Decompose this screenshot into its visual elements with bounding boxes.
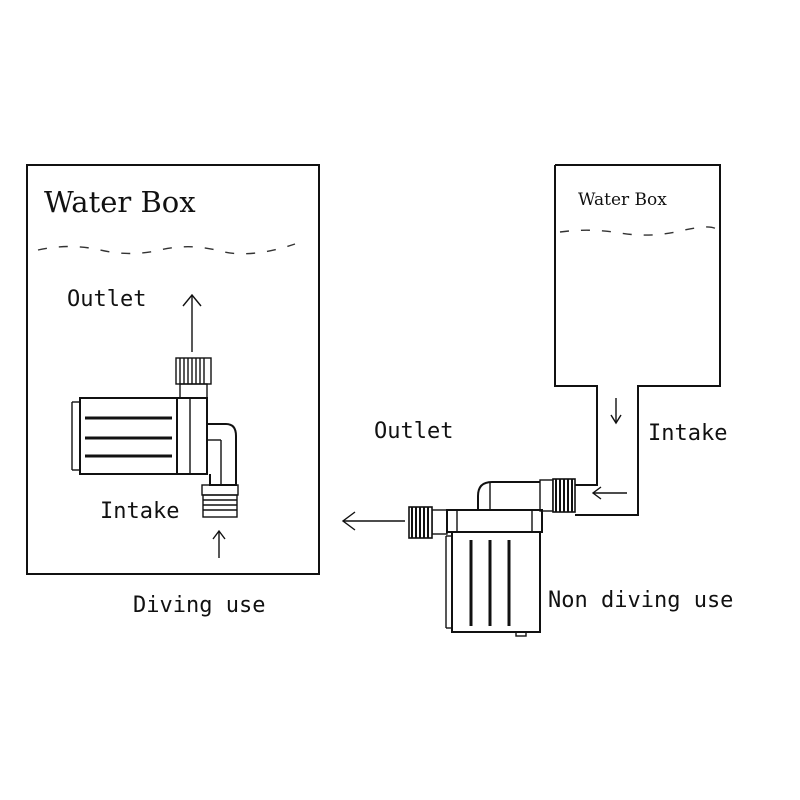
left-water-box (26, 164, 320, 575)
right-pump-icon (408, 478, 576, 637)
left-pump-icon (71, 357, 239, 518)
right-intake-arrow-icon (591, 486, 627, 500)
non-diving-use-section: Water Box Intake Outlet (341, 164, 733, 637)
left-intake-arrow-icon (212, 529, 226, 558)
left-water-box-title: Water Box (44, 185, 196, 219)
left-intake-label: Intake (100, 499, 179, 524)
left-water-surface (37, 243, 296, 255)
diving-use-caption: Diving use (133, 593, 265, 618)
right-down-arrow-icon (610, 398, 622, 425)
right-water-surface (559, 226, 717, 236)
diving-use-section: Water Box Outlet (26, 164, 320, 618)
right-water-box-title: Water Box (578, 190, 667, 210)
non-diving-use-caption: Non diving use (548, 588, 733, 613)
right-outlet-label: Outlet (374, 419, 453, 444)
right-outlet-arrow-icon (341, 511, 405, 531)
left-outlet-arrow-icon (182, 293, 202, 352)
right-water-box (554, 164, 721, 516)
left-outlet-label: Outlet (67, 287, 146, 312)
right-intake-label: Intake (648, 421, 727, 446)
